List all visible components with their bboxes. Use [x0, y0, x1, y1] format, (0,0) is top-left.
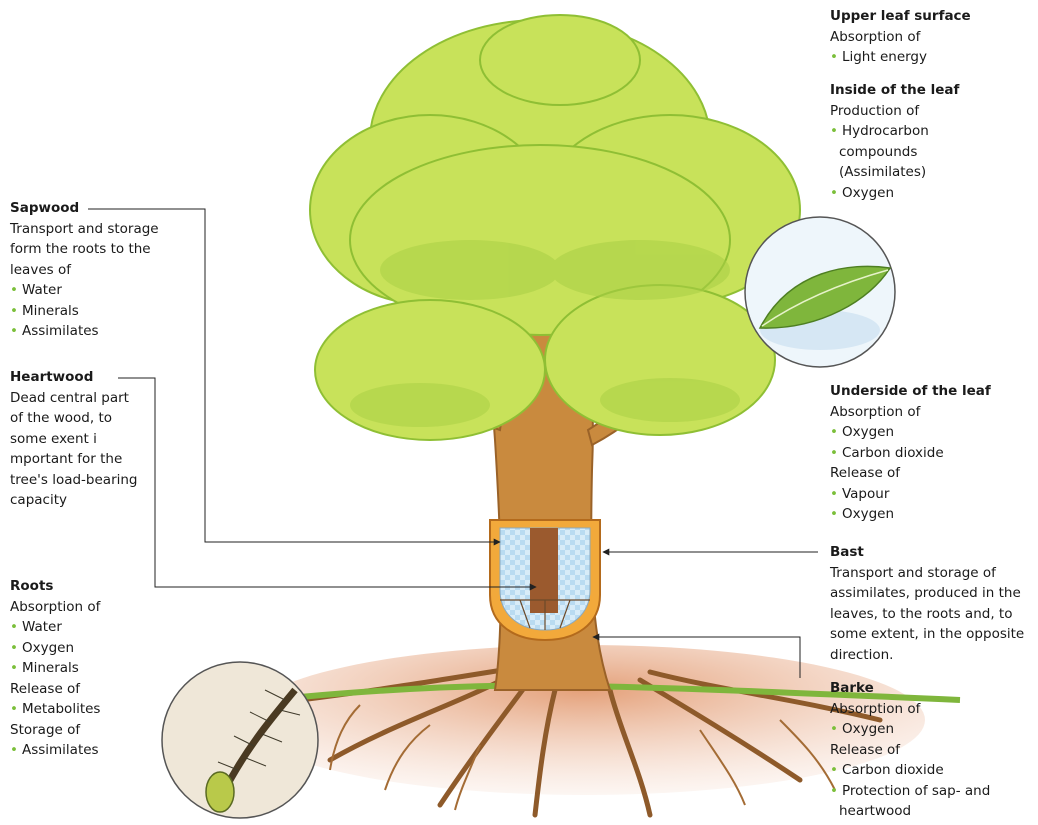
- inside-leaf-line: Production of: [830, 101, 959, 122]
- roots-line: Absorption of: [10, 597, 100, 618]
- roots-title: Roots: [10, 576, 100, 597]
- sapwood-line: form the roots to the: [10, 239, 159, 260]
- barke-line: Oxygen: [830, 719, 990, 740]
- underside-leaf-title: Underside of the leaf: [830, 381, 991, 402]
- trunk-cross-section: [490, 520, 600, 640]
- bast-line: leaves, to the roots and, to: [830, 604, 1024, 625]
- inside-leaf-line: Oxygen: [830, 183, 959, 204]
- barke-line: Release of: [830, 740, 990, 761]
- inside-leaf-line: (Assimilates): [830, 162, 959, 183]
- bast-line: Transport and storage of: [830, 563, 1024, 584]
- heartwood-line: capacity: [10, 490, 138, 511]
- bast-line: assimilates, produced in the: [830, 583, 1024, 604]
- inside-leaf-title: Inside of the leaf: [830, 80, 959, 101]
- sapwood-line: leaves of: [10, 260, 159, 281]
- roots-line: Assimilates: [10, 740, 100, 761]
- roots-line: Oxygen: [10, 638, 100, 659]
- roots-line: Metabolites: [10, 699, 100, 720]
- roots-line: Minerals: [10, 658, 100, 679]
- sapwood-line: Water: [10, 280, 159, 301]
- barke-title: Barke: [830, 678, 990, 699]
- heartwood-line: Dead central part: [10, 388, 138, 409]
- root-detail-inset: [162, 662, 318, 818]
- sapwood-line: Transport and storage: [10, 219, 159, 240]
- foliage: [310, 15, 800, 440]
- barke-line: Carbon dioxide: [830, 760, 990, 781]
- underside-leaf-line: Carbon dioxide: [830, 443, 991, 464]
- bast-title: Bast: [830, 542, 1024, 563]
- heartwood-line: some exent i: [10, 429, 138, 450]
- underside-leaf-line: Release of: [830, 463, 991, 484]
- leaf-detail-inset: [745, 217, 895, 367]
- sapwood-line: Assimilates: [10, 321, 159, 342]
- underside-leaf-line: Vapour: [830, 484, 991, 505]
- barke-line: Absorption of: [830, 699, 990, 720]
- sapwood-title: Sapwood: [10, 198, 159, 219]
- barke-line: Protection of sap- and: [830, 781, 990, 802]
- roots-line: Release of: [10, 679, 100, 700]
- roots-line: Water: [10, 617, 100, 638]
- inside-leaf-line: compounds: [830, 142, 959, 163]
- roots-line: Storage of: [10, 720, 100, 741]
- upper-leaf-title: Upper leaf surface: [830, 6, 971, 27]
- barke-line: heartwood: [830, 801, 990, 822]
- heartwood-title: Heartwood: [10, 367, 138, 388]
- underside-leaf-line: Oxygen: [830, 504, 991, 525]
- underside-leaf-line: Oxygen: [830, 422, 991, 443]
- upper-leaf-line: Light energy: [830, 47, 971, 68]
- upper-leaf-line: Absorption of: [830, 27, 971, 48]
- inside-leaf-line: Hydrocarbon: [830, 121, 959, 142]
- heartwood-line: mportant for the: [10, 449, 138, 470]
- heartwood-line: tree's load-bearing: [10, 470, 138, 491]
- sapwood-line: Minerals: [10, 301, 159, 322]
- underside-leaf-line: Absorption of: [830, 402, 991, 423]
- heartwood-line: of the wood, to: [10, 408, 138, 429]
- bast-line: some extent, in the opposite: [830, 624, 1024, 645]
- bast-line: direction.: [830, 645, 1024, 666]
